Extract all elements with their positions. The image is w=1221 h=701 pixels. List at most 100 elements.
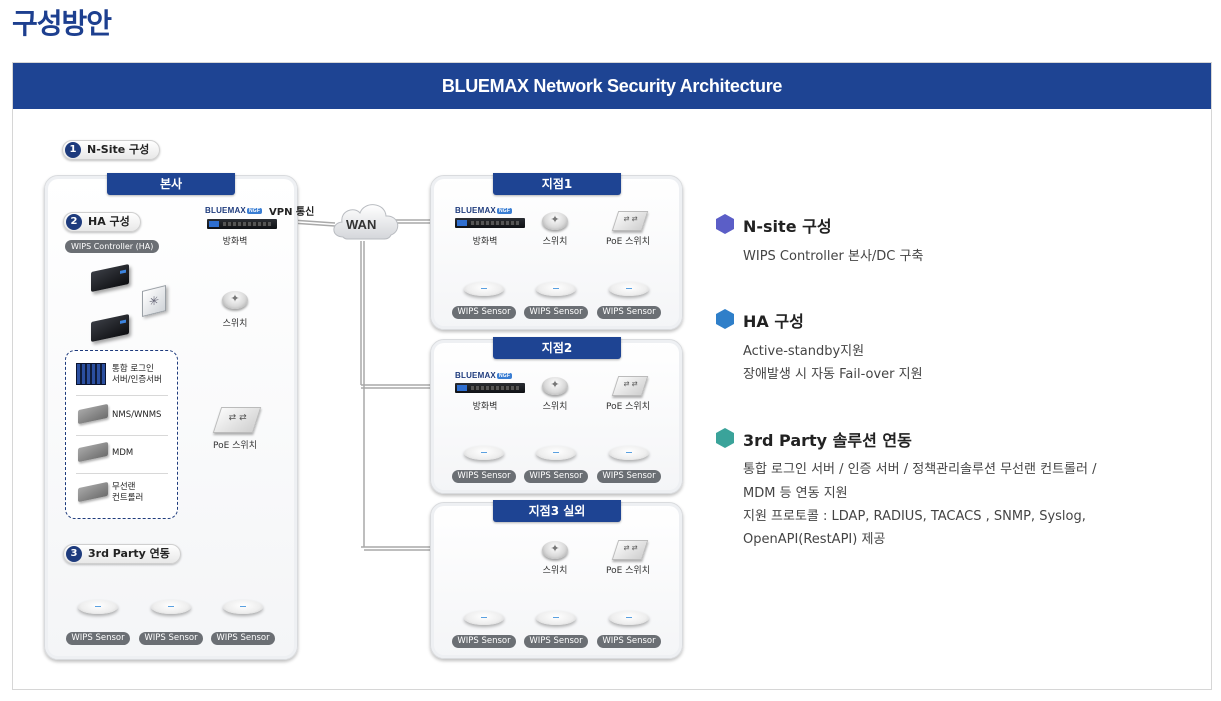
wips-sensor-icon [536,446,576,460]
wips-sensor-tag: WIPS Sensor [597,306,661,319]
poe-switch-label: PoE 스위치 [605,566,651,576]
legend-ha: HA 구성 Active-standby지원 장애발생 시 자동 Fail-ov… [715,308,1175,382]
page-title: 구성방안 [12,7,112,40]
wips-sensor-icon [223,600,263,614]
callout-number: 2 [66,214,82,230]
switch-icon [542,377,568,395]
third-party-label-line: 서버/인증서버 [112,375,162,385]
wips-sensor-icon [464,446,504,460]
poe-switch-icon [611,211,649,231]
legend-third-party: 3rd Party 솔루션 연동 통합 로그인 서버 / 인증 서버 / 정책관… [715,427,1195,547]
branch-header: 지점2 [493,337,621,359]
bluemax-badge: NGF [246,208,263,214]
architecture-frame: BLUEMAX Network Security Architecture [12,62,1212,690]
hexagon-icon [716,214,734,234]
legend-line: MDM 등 연동 지원 [743,486,848,501]
wips-sensor-tag: WIPS Sensor [452,306,516,319]
callout-label: 3rd Party 연동 [88,547,170,560]
callout-number: 3 [66,546,82,562]
wips-controller-tag: WIPS Controller (HA) [65,240,160,253]
legend-title: N-site 구성 [743,217,832,236]
bluemax-text: BLUEMAX [455,206,496,215]
hexagon-icon [716,309,734,329]
server-icon [78,403,108,425]
wips-sensor-icon [609,611,649,625]
wips-sensor-icon [536,611,576,625]
wips-sensor-icon [609,282,649,296]
poe-switch-label: PoE 스위치 [605,402,651,412]
firewall-label: 방화벽 [472,402,498,412]
wips-sensor-icon [78,600,118,614]
firewall-icon [455,383,525,393]
switch-label: 스위치 [542,237,568,247]
switch-icon [222,291,248,309]
poe-switch-label: PoE 스위치 [605,237,651,247]
third-party-label: NMS/WNMS [112,410,162,420]
wips-sensor-tag: WIPS Sensor [66,632,130,645]
firewall-icon [455,218,525,228]
callout-label: N-Site 구성 [87,143,150,156]
switch-label: 스위치 [542,402,568,412]
divider [76,473,168,474]
bluemax-badge: NGF [496,208,513,214]
third-party-label-line: 무선랜 [112,482,136,492]
legend-title: 3rd Party 솔루션 연동 [743,431,912,450]
wips-sensor-tag: WIPS Sensor [452,470,516,483]
hexagon-icon [716,428,734,448]
firewall-label: 방화벽 [472,237,498,247]
wips-sensor-tag: WIPS Sensor [139,632,203,645]
wips-sensor-tag: WIPS Sensor [524,306,588,319]
third-party-label: MDM [112,448,134,458]
switch-icon [542,541,568,559]
branch-header: 지점3 실외 [493,500,621,522]
switch-icon [542,212,568,230]
poe-switch-label: PoE 스위치 [212,441,258,451]
wips-sensor-tag: WIPS Sensor [211,632,275,645]
legend-title: HA 구성 [743,312,804,331]
wips-sensor-icon [464,611,504,625]
switch-label: 스위치 [542,566,568,576]
hq-header: 본사 [107,173,235,195]
wips-controller-server-icon [91,313,129,343]
wips-sensor-tag: WIPS Sensor [452,635,516,648]
wips-sensor-tag: WIPS Sensor [597,470,661,483]
architecture-banner: BLUEMAX Network Security Architecture [13,63,1211,109]
poe-switch-icon [611,540,649,560]
bluemax-badge: NGF [496,373,513,379]
bluemax-text: BLUEMAX [455,371,496,380]
legend-line: Active-standby지원 [743,344,865,359]
branch-header: 지점1 [493,173,621,195]
server-icon [78,441,108,463]
legend-line: OpenAPI(RestAPI) 제공 [743,532,886,547]
callout-third-party: 3 3rd Party 연동 [63,544,181,564]
legend-nsite: N-site 구성 WIPS Controller 본사/DC 구축 [715,213,1175,264]
divider [76,435,168,436]
rack-server-icon [76,363,106,385]
poe-switch-icon [611,376,649,396]
hq-panel: 본사 2 HA 구성 WIPS Controller (HA) 통합 로그인서버… [44,173,298,660]
legend-line: WIPS Controller 본사/DC 구축 [743,249,924,264]
wips-sensor-tag: WIPS Sensor [597,635,661,648]
server-icon [78,481,108,503]
wips-sensor-icon [151,600,191,614]
wips-sensor-tag: WIPS Sensor [524,470,588,483]
switch-label: 스위치 [222,319,248,329]
callout-nsite: 1 N-Site 구성 [62,140,161,160]
wips-sensor-icon [609,446,649,460]
wips-sensor-icon [464,282,504,296]
vpn-label: VPN 통신 [269,207,315,218]
callout-ha: 2 HA 구성 [63,212,141,232]
legend-line: 지원 프로토콜 : LDAP, RADIUS, TACACS , SNMP, S… [743,509,1086,524]
wips-sensor-tag: WIPS Sensor [524,635,588,648]
third-party-label-line: 컨트롤러 [112,493,144,503]
divider [76,395,168,396]
third-party-label-line: 통합 로그인 [112,364,154,374]
callout-label: HA 구성 [88,215,130,228]
